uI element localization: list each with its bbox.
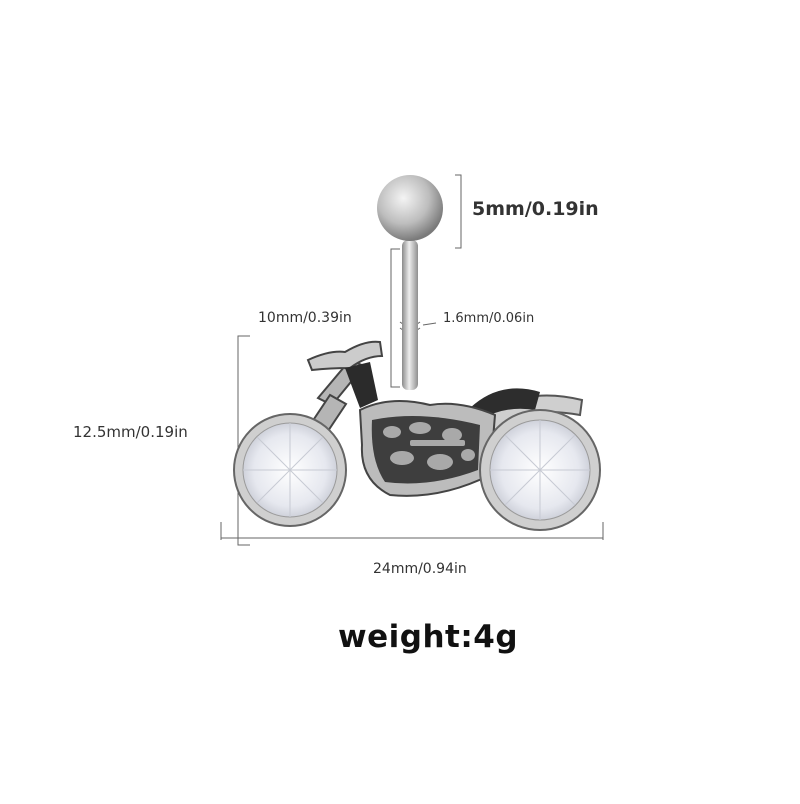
motorcycle-charm bbox=[233, 340, 601, 531]
ball-diameter-bracket bbox=[455, 174, 462, 249]
bar-length-bracket bbox=[390, 248, 400, 388]
charm-length-label: 24mm/0.94in bbox=[373, 561, 467, 577]
charm-height-label: 12.5mm/0.19in bbox=[73, 423, 188, 441]
barbell-shaft bbox=[402, 240, 418, 390]
bar-gauge-label: 1.6mm/0.06in bbox=[443, 311, 535, 326]
weight-label: weight:4g bbox=[338, 619, 519, 655]
ball-diameter-label: 5mm/0.19in bbox=[472, 198, 599, 220]
top-ball bbox=[377, 175, 443, 241]
height-bracket bbox=[237, 335, 250, 546]
top-width-label: 10mm/0.39in bbox=[258, 310, 352, 326]
measure-lines bbox=[220, 174, 604, 546]
